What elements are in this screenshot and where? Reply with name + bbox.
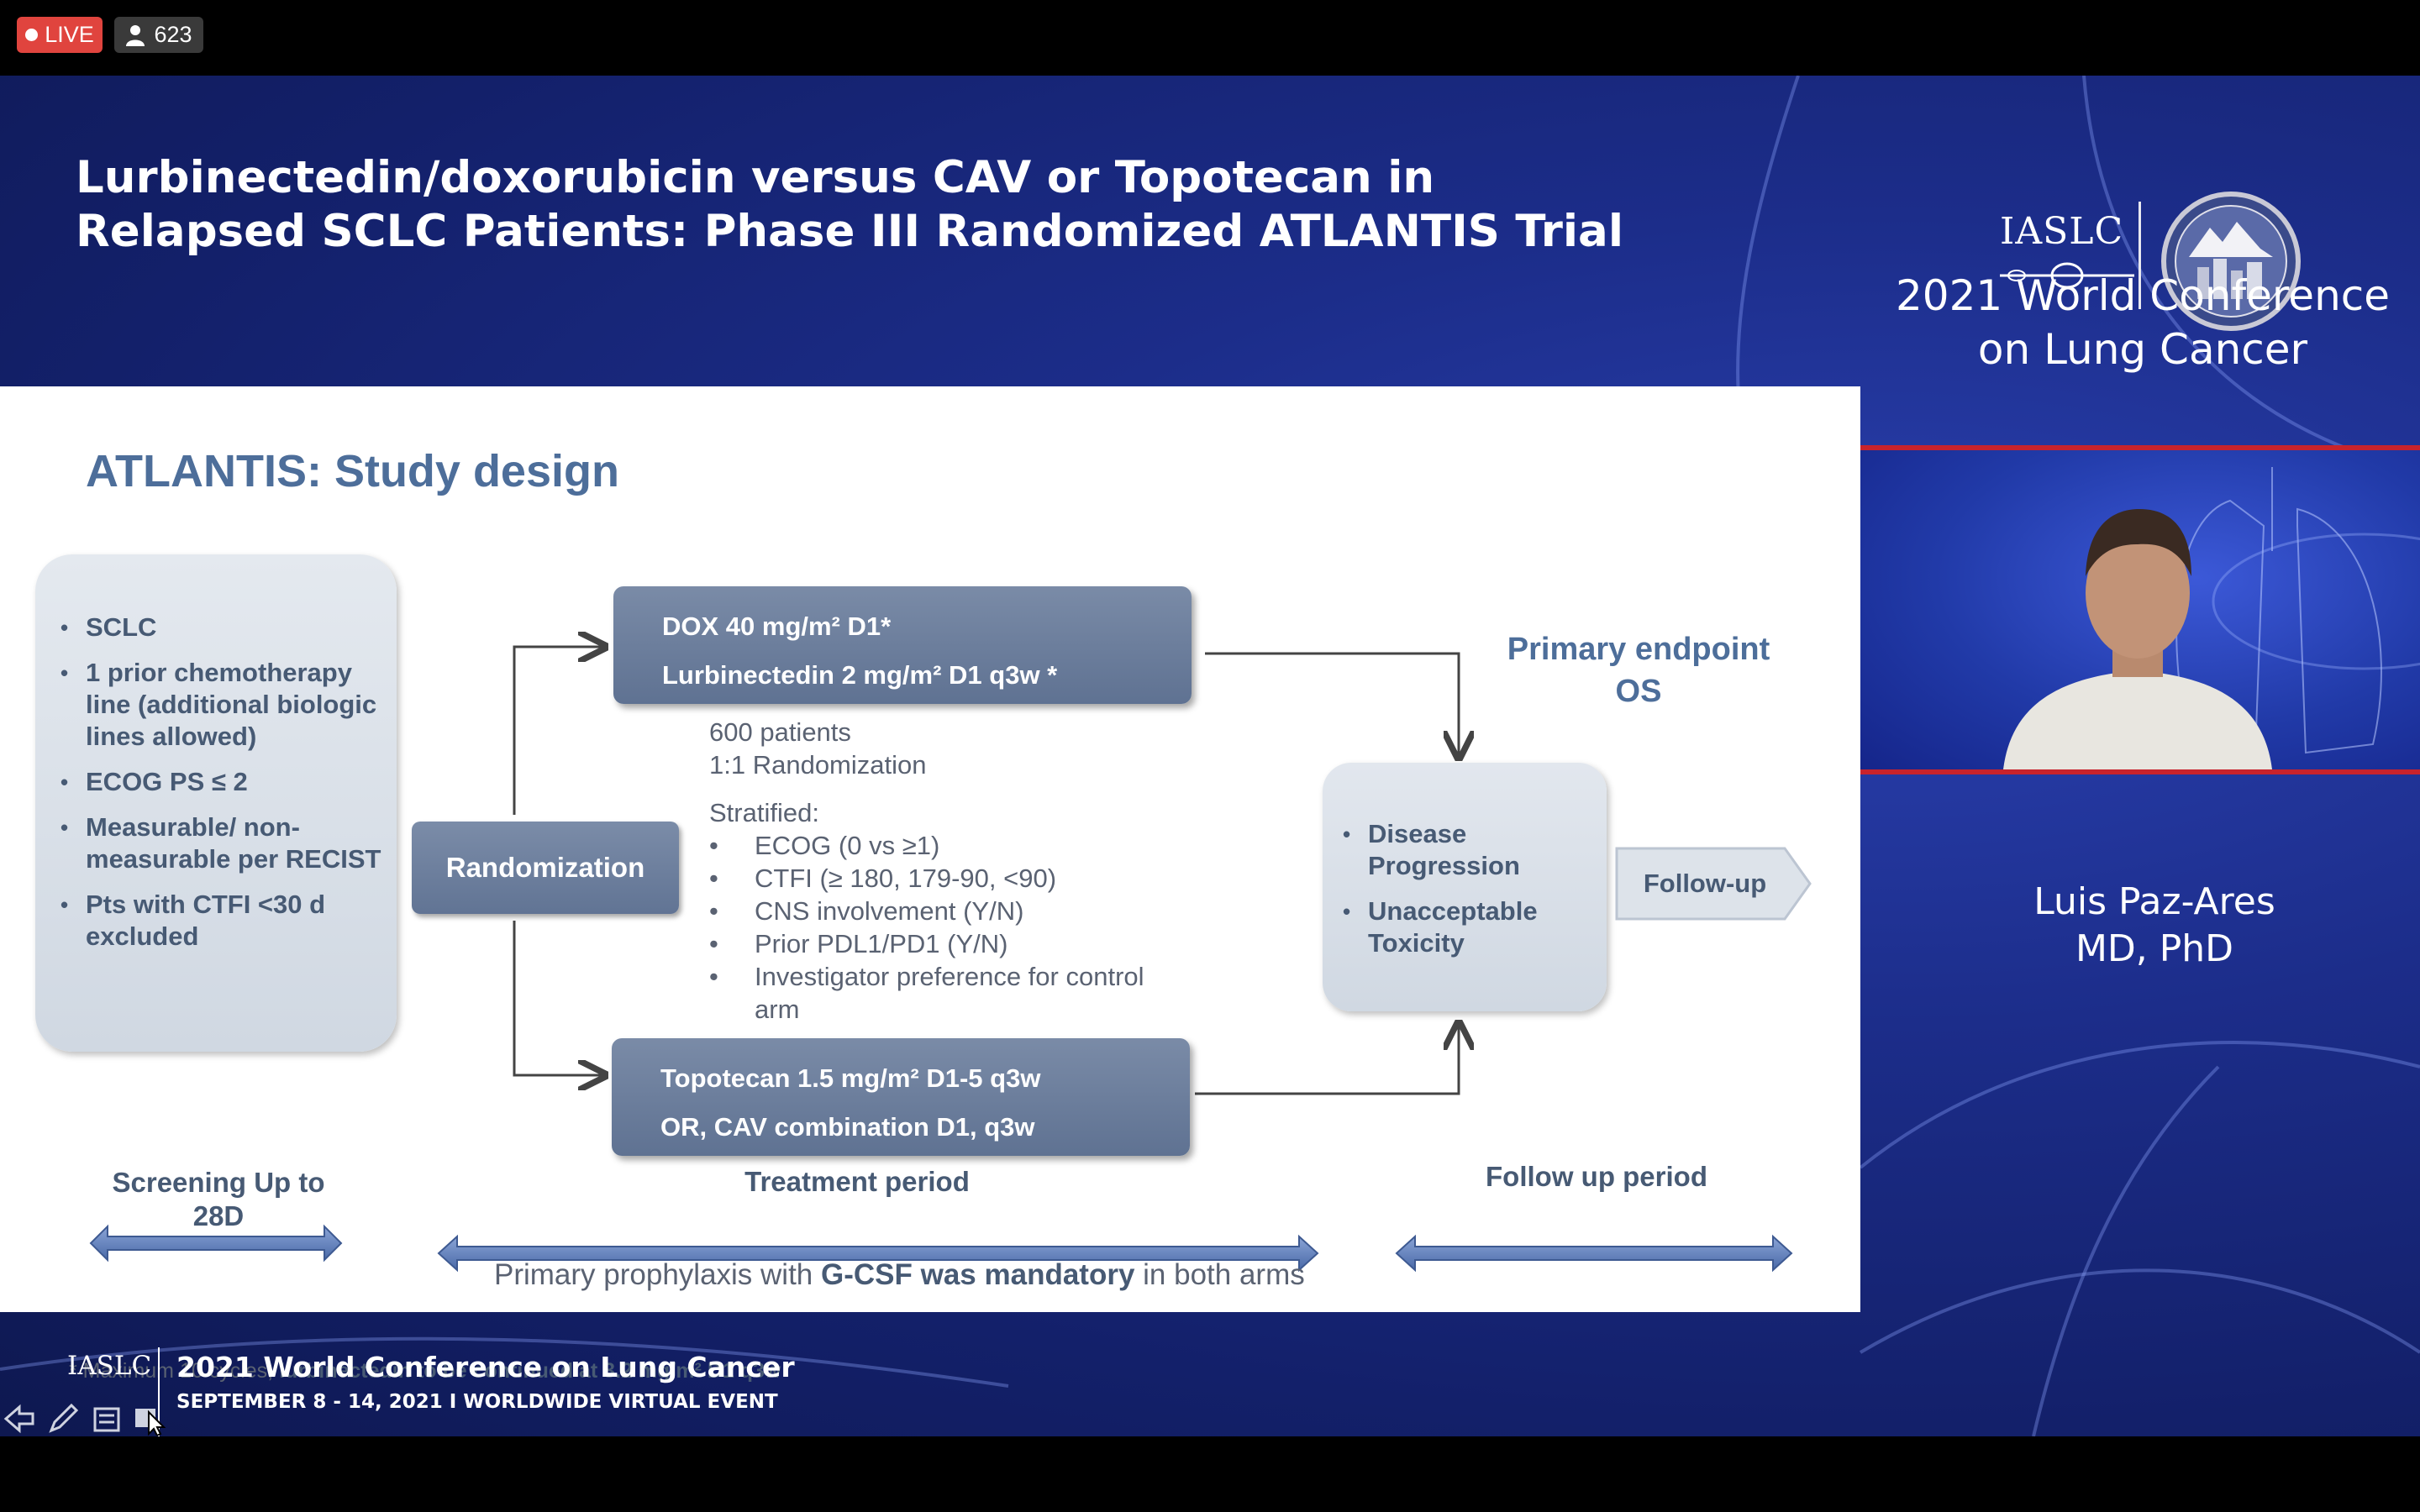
presenter-toolbar — [0, 1394, 170, 1436]
list-item: CNS involvement (Y/N) — [709, 895, 1180, 927]
list-item: 1 prior chemotherapy line (additional bi… — [60, 657, 388, 753]
caduceus-icon — [2000, 262, 2134, 289]
pen-tool-button[interactable] — [44, 1399, 82, 1436]
list-item: ECOG (0 vs ≥1) — [709, 829, 1180, 862]
list-item: Measurable/ non-measurable per RECIST — [60, 811, 388, 875]
list-item: Unacceptable Toxicity — [1343, 895, 1595, 959]
trial-details: 600 patients 1:1 Randomization Stratifie… — [709, 716, 1180, 1026]
footer-iaslc-logo: IASLC — [67, 1351, 152, 1381]
speaker-video — [1860, 450, 2420, 769]
screening-period-label: Screening Up to 28D — [112, 1167, 325, 1231]
city-seal-icon — [2161, 192, 2301, 331]
patient-count: 600 patients — [709, 717, 851, 747]
conference-logo: IASLC — [1991, 133, 2311, 331]
list-item: SCLC — [60, 612, 388, 643]
arrow-left-icon — [3, 1404, 34, 1434]
previous-slide-button[interactable] — [0, 1399, 39, 1436]
viewer-count: 623 — [154, 22, 192, 47]
footnote: * Maximum 10 cycles, lurbinectedin to be… — [69, 1359, 781, 1383]
control-arm-line2: OR, CAV combination D1, q3w — [660, 1112, 1035, 1142]
inclusion-criteria-list: SCLC 1 prior chemotherapy line (addition… — [60, 612, 388, 966]
slide-panel: ATLANTIS: Study design SCLC 1 prior chem… — [0, 386, 1860, 1383]
experimental-arm-line2: Lurbinectedin 2 mg/m² D1 q3w * — [662, 660, 1058, 690]
list-item: Disease Progression — [1343, 818, 1595, 882]
footer-divider — [158, 1347, 160, 1436]
follow-up-period-label: Follow up period — [1486, 1161, 1707, 1192]
follow-up-label: Follow-up — [1643, 869, 1767, 898]
slides-menu-button[interactable] — [87, 1399, 126, 1436]
control-arm-line1: Topotecan 1.5 mg/m² D1-5 q3w — [660, 1063, 1041, 1093]
off-study-box: Disease Progression Unacceptable Toxicit… — [1323, 763, 1607, 1011]
experimental-arm-box: DOX 40 mg/m² D1* Lurbinectedin 2 mg/m² D… — [613, 586, 1192, 704]
experimental-arm-line1: DOX 40 mg/m² D1* — [662, 612, 892, 641]
footer-conference-name: 2021 World Conference on Lung Cancer — [176, 1351, 795, 1383]
more-options-button[interactable] — [131, 1399, 170, 1436]
primary-endpoint: Primary endpoint OS — [1507, 632, 1770, 709]
pen-icon — [49, 1403, 79, 1433]
speaker-name: Luis Paz-Ares MD, PhD — [2033, 880, 2275, 970]
cursor-icon — [135, 1409, 166, 1436]
slides-icon — [93, 1407, 120, 1432]
logo-divider — [2139, 202, 2141, 309]
stratified-label: Stratified: — [709, 798, 819, 827]
control-arm-box: Topotecan 1.5 mg/m² D1-5 q3w OR, CAV com… — [612, 1038, 1190, 1156]
stratification-list: ECOG (0 vs ≥1) CTFI (≥ 180, 179-90, <90)… — [709, 829, 1180, 1026]
slide-heading: ATLANTIS: Study design — [86, 446, 619, 496]
speaker-frame-bottom — [1860, 769, 2420, 774]
list-item: CTFI (≥ 180, 179-90, <90) — [709, 862, 1180, 895]
inclusion-criteria-box: SCLC 1 prior chemotherapy line (addition… — [35, 554, 397, 1052]
off-study-list: Disease Progression Unacceptable Toxicit… — [1343, 818, 1595, 973]
iaslc-logo-text: IASLC — [2000, 210, 2124, 253]
flow-connectors — [89, 386, 1812, 1273]
speaker-frame-top — [1860, 445, 2420, 450]
live-label: LIVE — [45, 22, 94, 47]
person-icon — [126, 24, 145, 46]
viewer-count-badge: 623 — [114, 17, 203, 53]
presentation-title: Lurbinectedin/doxorubicin versus CAV or … — [76, 152, 1623, 257]
live-dot-icon — [25, 29, 39, 41]
presentation-stage: Lurbinectedin/doxorubicin versus CAV or … — [0, 76, 2420, 1436]
live-badge: LIVE — [17, 17, 103, 53]
conference-name: 2021 World Conference on Lung Cancer — [1895, 271, 2391, 374]
list-item: Investigator preference for control arm — [709, 960, 1180, 1026]
randomization-ratio: 1:1 Randomization — [709, 750, 927, 780]
treatment-period-label: Treatment period — [744, 1166, 970, 1197]
randomization-box: Randomization — [412, 822, 679, 914]
follow-up-arrow: Follow-up — [1617, 848, 1810, 919]
speaker-portrait — [2003, 467, 2420, 769]
list-item: Prior PDL1/PD1 (Y/N) — [709, 927, 1180, 960]
footer-dates: SEPTEMBER 8 - 14, 2021 I WORLDWIDE VIRTU… — [176, 1391, 778, 1413]
list-item: Pts with CTFI <30 d excluded — [60, 889, 388, 953]
list-item: ECOG PS ≤ 2 — [60, 766, 388, 798]
